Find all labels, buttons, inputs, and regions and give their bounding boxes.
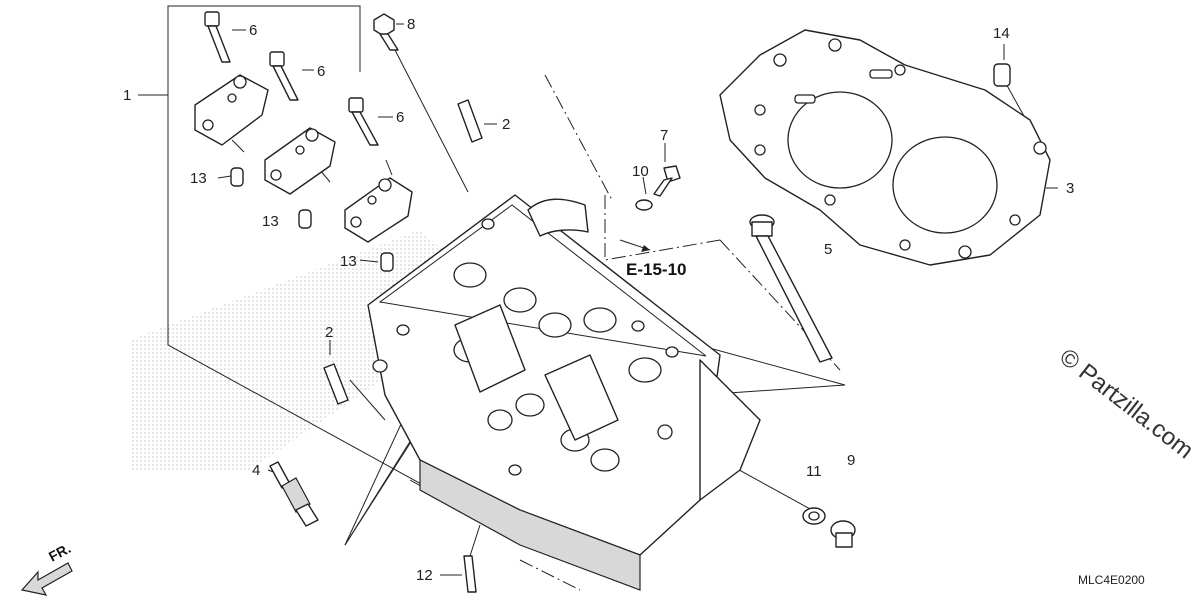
bolt-6-c	[348, 97, 379, 146]
callout-9[interactable]: 9	[847, 452, 855, 469]
callout-2-top[interactable]: 2	[502, 116, 510, 133]
bolt-5	[749, 214, 833, 363]
spark-plug-4	[269, 461, 319, 527]
camshaft-holder-3	[344, 177, 413, 243]
callout-11[interactable]: 11	[806, 463, 822, 480]
camshafts	[454, 304, 619, 441]
washer-10	[635, 199, 653, 211]
bolt-6-b	[269, 51, 299, 101]
dowel-pin-14	[993, 63, 1011, 87]
front-direction-arrow[interactable]	[20, 562, 73, 596]
camshaft-holder-2	[264, 127, 336, 195]
dowel-pin-13-c	[380, 252, 394, 272]
camshaft-holder-1	[194, 74, 269, 146]
cylinder-head	[367, 194, 761, 591]
bolt-6-a	[204, 11, 231, 63]
callout-3[interactable]: 3	[1066, 180, 1074, 197]
dowel-pin-13-b	[298, 209, 312, 229]
callout-6-b[interactable]: 6	[317, 63, 325, 80]
callout-labels: 1 2 2 3 4 5 6 6 6 7 8 9 10 11 12 13 13 1…	[123, 16, 1074, 584]
callout-14[interactable]: 14	[993, 25, 1010, 42]
dowel-pin-13-a	[230, 167, 244, 187]
dowel-pin-2-a	[457, 99, 483, 143]
watermark: © Partzilla.com	[1054, 343, 1198, 464]
group-bracket-1	[138, 5, 506, 531]
callout-4[interactable]: 4	[252, 462, 260, 479]
callout-6-c[interactable]: 6	[396, 109, 404, 126]
callout-1[interactable]: 1	[123, 87, 131, 104]
callout-13-a[interactable]: 13	[190, 170, 207, 187]
washer-11	[802, 507, 826, 525]
reference-arrow	[619, 239, 651, 252]
dowel-pin-2-b	[323, 363, 349, 405]
callout-13-b[interactable]: 13	[262, 213, 279, 230]
callout-10[interactable]: 10	[632, 163, 649, 180]
callout-5[interactable]: 5	[824, 241, 832, 258]
callout-2-bottom[interactable]: 2	[325, 324, 333, 341]
callout-7[interactable]: 7	[660, 127, 668, 144]
head-gasket-3	[719, 29, 1051, 266]
callout-8[interactable]: 8	[407, 16, 415, 33]
bolt-7	[653, 165, 681, 197]
callout-13-c[interactable]: 13	[340, 253, 357, 270]
callout-6-a[interactable]: 6	[249, 22, 257, 39]
stud-12	[463, 555, 477, 593]
front-label: FR.	[46, 540, 73, 565]
diagram-code: MLC4E0200	[1078, 573, 1145, 587]
plug-9	[830, 520, 856, 548]
bolt-8	[373, 13, 399, 51]
reference-label[interactable]: E-15-10	[626, 260, 686, 279]
callout-12[interactable]: 12	[416, 567, 433, 584]
